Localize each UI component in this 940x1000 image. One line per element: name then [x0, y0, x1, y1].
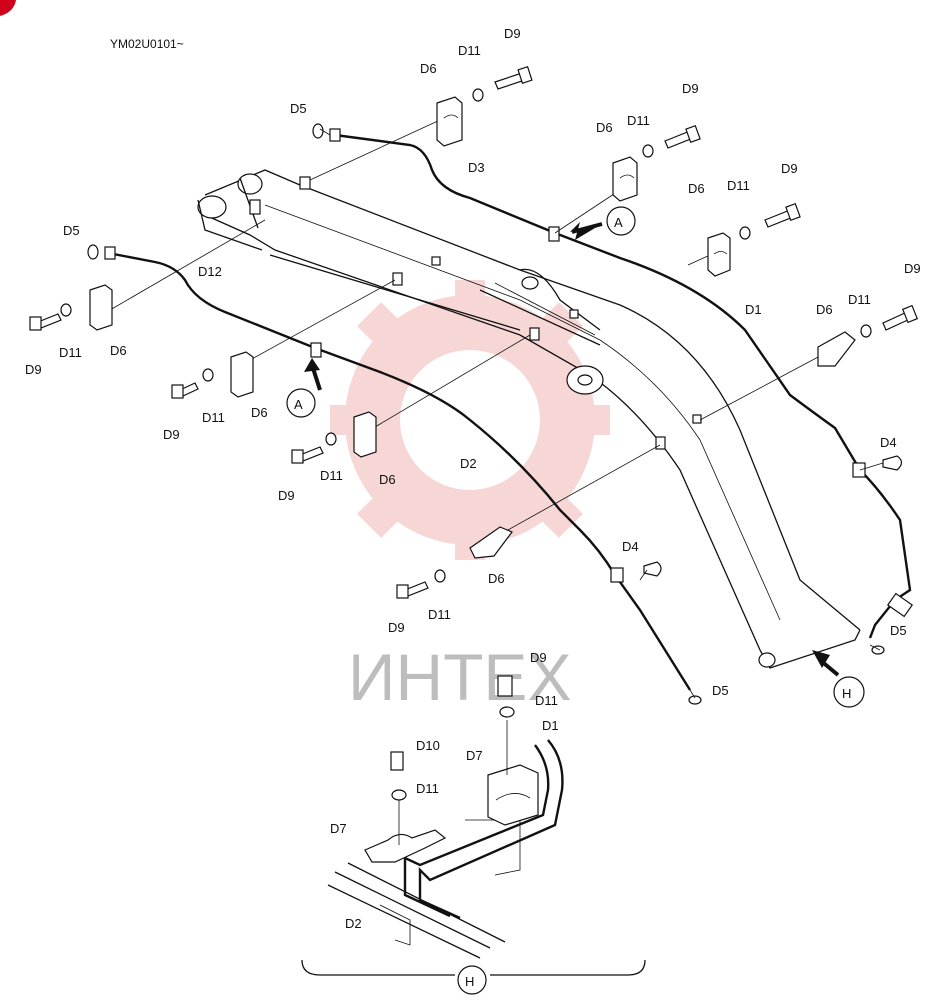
- label-d9: D9: [530, 650, 547, 665]
- label-d7: D7: [330, 821, 347, 836]
- label-d11: D11: [848, 292, 871, 307]
- label-d3: D3: [468, 160, 485, 175]
- watermark-text: ИНТЕХ: [348, 640, 571, 714]
- label-d11: D11: [458, 43, 481, 58]
- label-d6: D6: [110, 343, 127, 358]
- label-d6: D6: [688, 181, 705, 196]
- label-d11: D11: [627, 113, 650, 128]
- label-d11: D11: [202, 410, 225, 425]
- label-d10: D10: [416, 738, 440, 753]
- washers-d11: [60, 88, 872, 583]
- view-a-arrow-top: A: [570, 206, 636, 240]
- clamp-blocks-d6: [89, 96, 856, 559]
- label-d9: D9: [904, 261, 921, 276]
- label-d6: D6: [816, 302, 833, 317]
- label-d11: D11: [535, 693, 558, 708]
- detail-view-h: H D9 D11 D1 D10 D7 D11 D7 D2: [301, 650, 646, 995]
- pipe-d3: [334, 133, 912, 639]
- view-a-label-top: A: [614, 215, 623, 230]
- label-d6: D6: [379, 472, 396, 487]
- label-d7: D7: [466, 748, 483, 763]
- view-a-arrow-left: A: [286, 358, 322, 418]
- label-d11: D11: [428, 607, 451, 622]
- label-d5: D5: [712, 683, 729, 698]
- label-d2: D2: [460, 456, 477, 471]
- label-d11: D11: [59, 345, 82, 360]
- label-d6: D6: [488, 571, 505, 586]
- label-d12: D12: [198, 264, 222, 279]
- label-d11: D11: [727, 178, 750, 193]
- label-d6: D6: [596, 120, 613, 135]
- label-d6: D6: [251, 405, 268, 420]
- label-d9: D9: [504, 26, 521, 41]
- bolts-d9: [29, 66, 919, 599]
- leader-lines: [109, 119, 884, 699]
- pipe-d12: [107, 251, 692, 691]
- view-h-arrow: H: [812, 650, 865, 708]
- label-d6: D6: [420, 61, 437, 76]
- label-d4: D4: [622, 539, 639, 554]
- label-d9: D9: [25, 362, 42, 377]
- label-d4: D4: [880, 435, 897, 450]
- label-d5: D5: [290, 101, 307, 116]
- label-d5: D5: [890, 623, 907, 638]
- view-h-detail-label: H: [465, 974, 474, 989]
- part-labels: D9 D11 D6 D5 D3 D9 D11 D6 D9 D11 D6 D5 D…: [25, 26, 921, 698]
- label-d11: D11: [320, 468, 343, 483]
- label-d9: D9: [682, 81, 699, 96]
- label-d11: D11: [416, 781, 439, 796]
- label-d9: D9: [163, 427, 180, 442]
- corner-mark: [0, 0, 16, 16]
- label-d1: D1: [542, 718, 559, 733]
- label-d9: D9: [781, 161, 798, 176]
- document-code: YM02U0101~: [110, 37, 184, 51]
- boom-body: [197, 169, 861, 669]
- view-a-label-left: A: [294, 397, 303, 412]
- label-d5: D5: [63, 223, 80, 238]
- label-d9: D9: [278, 488, 295, 503]
- label-d2: D2: [345, 916, 362, 931]
- label-d9: D9: [388, 620, 405, 635]
- label-d1: D1: [745, 302, 762, 317]
- view-h-label: H: [842, 686, 851, 701]
